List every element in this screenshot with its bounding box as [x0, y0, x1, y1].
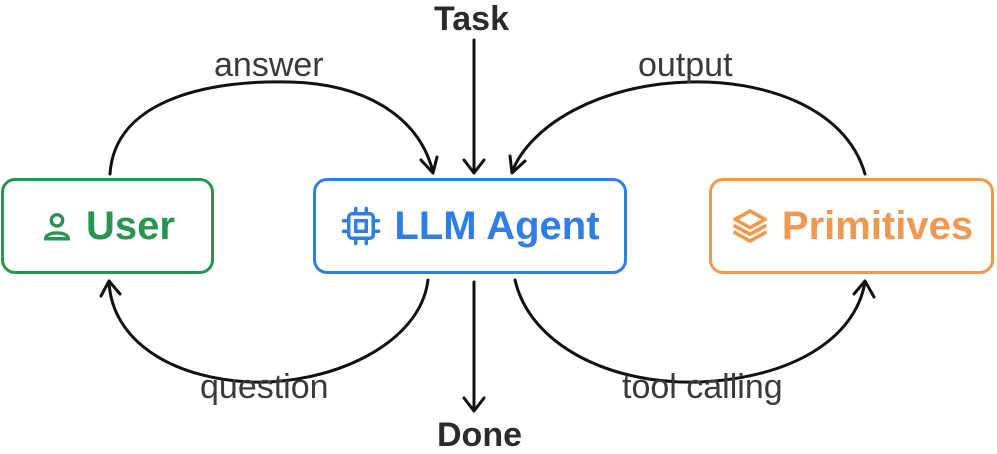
tool-calling-label: tool calling — [622, 368, 783, 406]
user-node-label: User — [86, 203, 175, 248]
person-icon — [40, 209, 74, 243]
layers-icon — [730, 206, 770, 246]
output-label: output — [638, 46, 733, 84]
llm-agent-node: LLM Agent — [313, 178, 627, 274]
output-arrow — [510, 80, 867, 176]
chip-icon — [340, 205, 382, 247]
answer-label: answer — [214, 46, 324, 84]
question-arrow — [107, 278, 430, 384]
done-label: Done — [437, 416, 522, 454]
primitives-node: Primitives — [709, 178, 994, 274]
task-label: Task — [434, 0, 509, 38]
tool-calling-arrowhead — [852, 279, 876, 299]
task-arrowhead — [462, 158, 486, 175]
question-label: question — [200, 368, 329, 406]
tool-calling-arrow — [513, 278, 867, 384]
primitives-node-label: Primitives — [781, 203, 974, 248]
llm-agent-node-label: LLM Agent — [394, 203, 600, 248]
question-arrowhead — [99, 279, 122, 298]
done-arrowhead — [462, 396, 486, 413]
answer-arrowhead — [419, 155, 439, 175]
user-node: User — [1, 178, 214, 274]
output-arrowhead — [508, 154, 527, 175]
answer-arrow — [108, 80, 435, 176]
